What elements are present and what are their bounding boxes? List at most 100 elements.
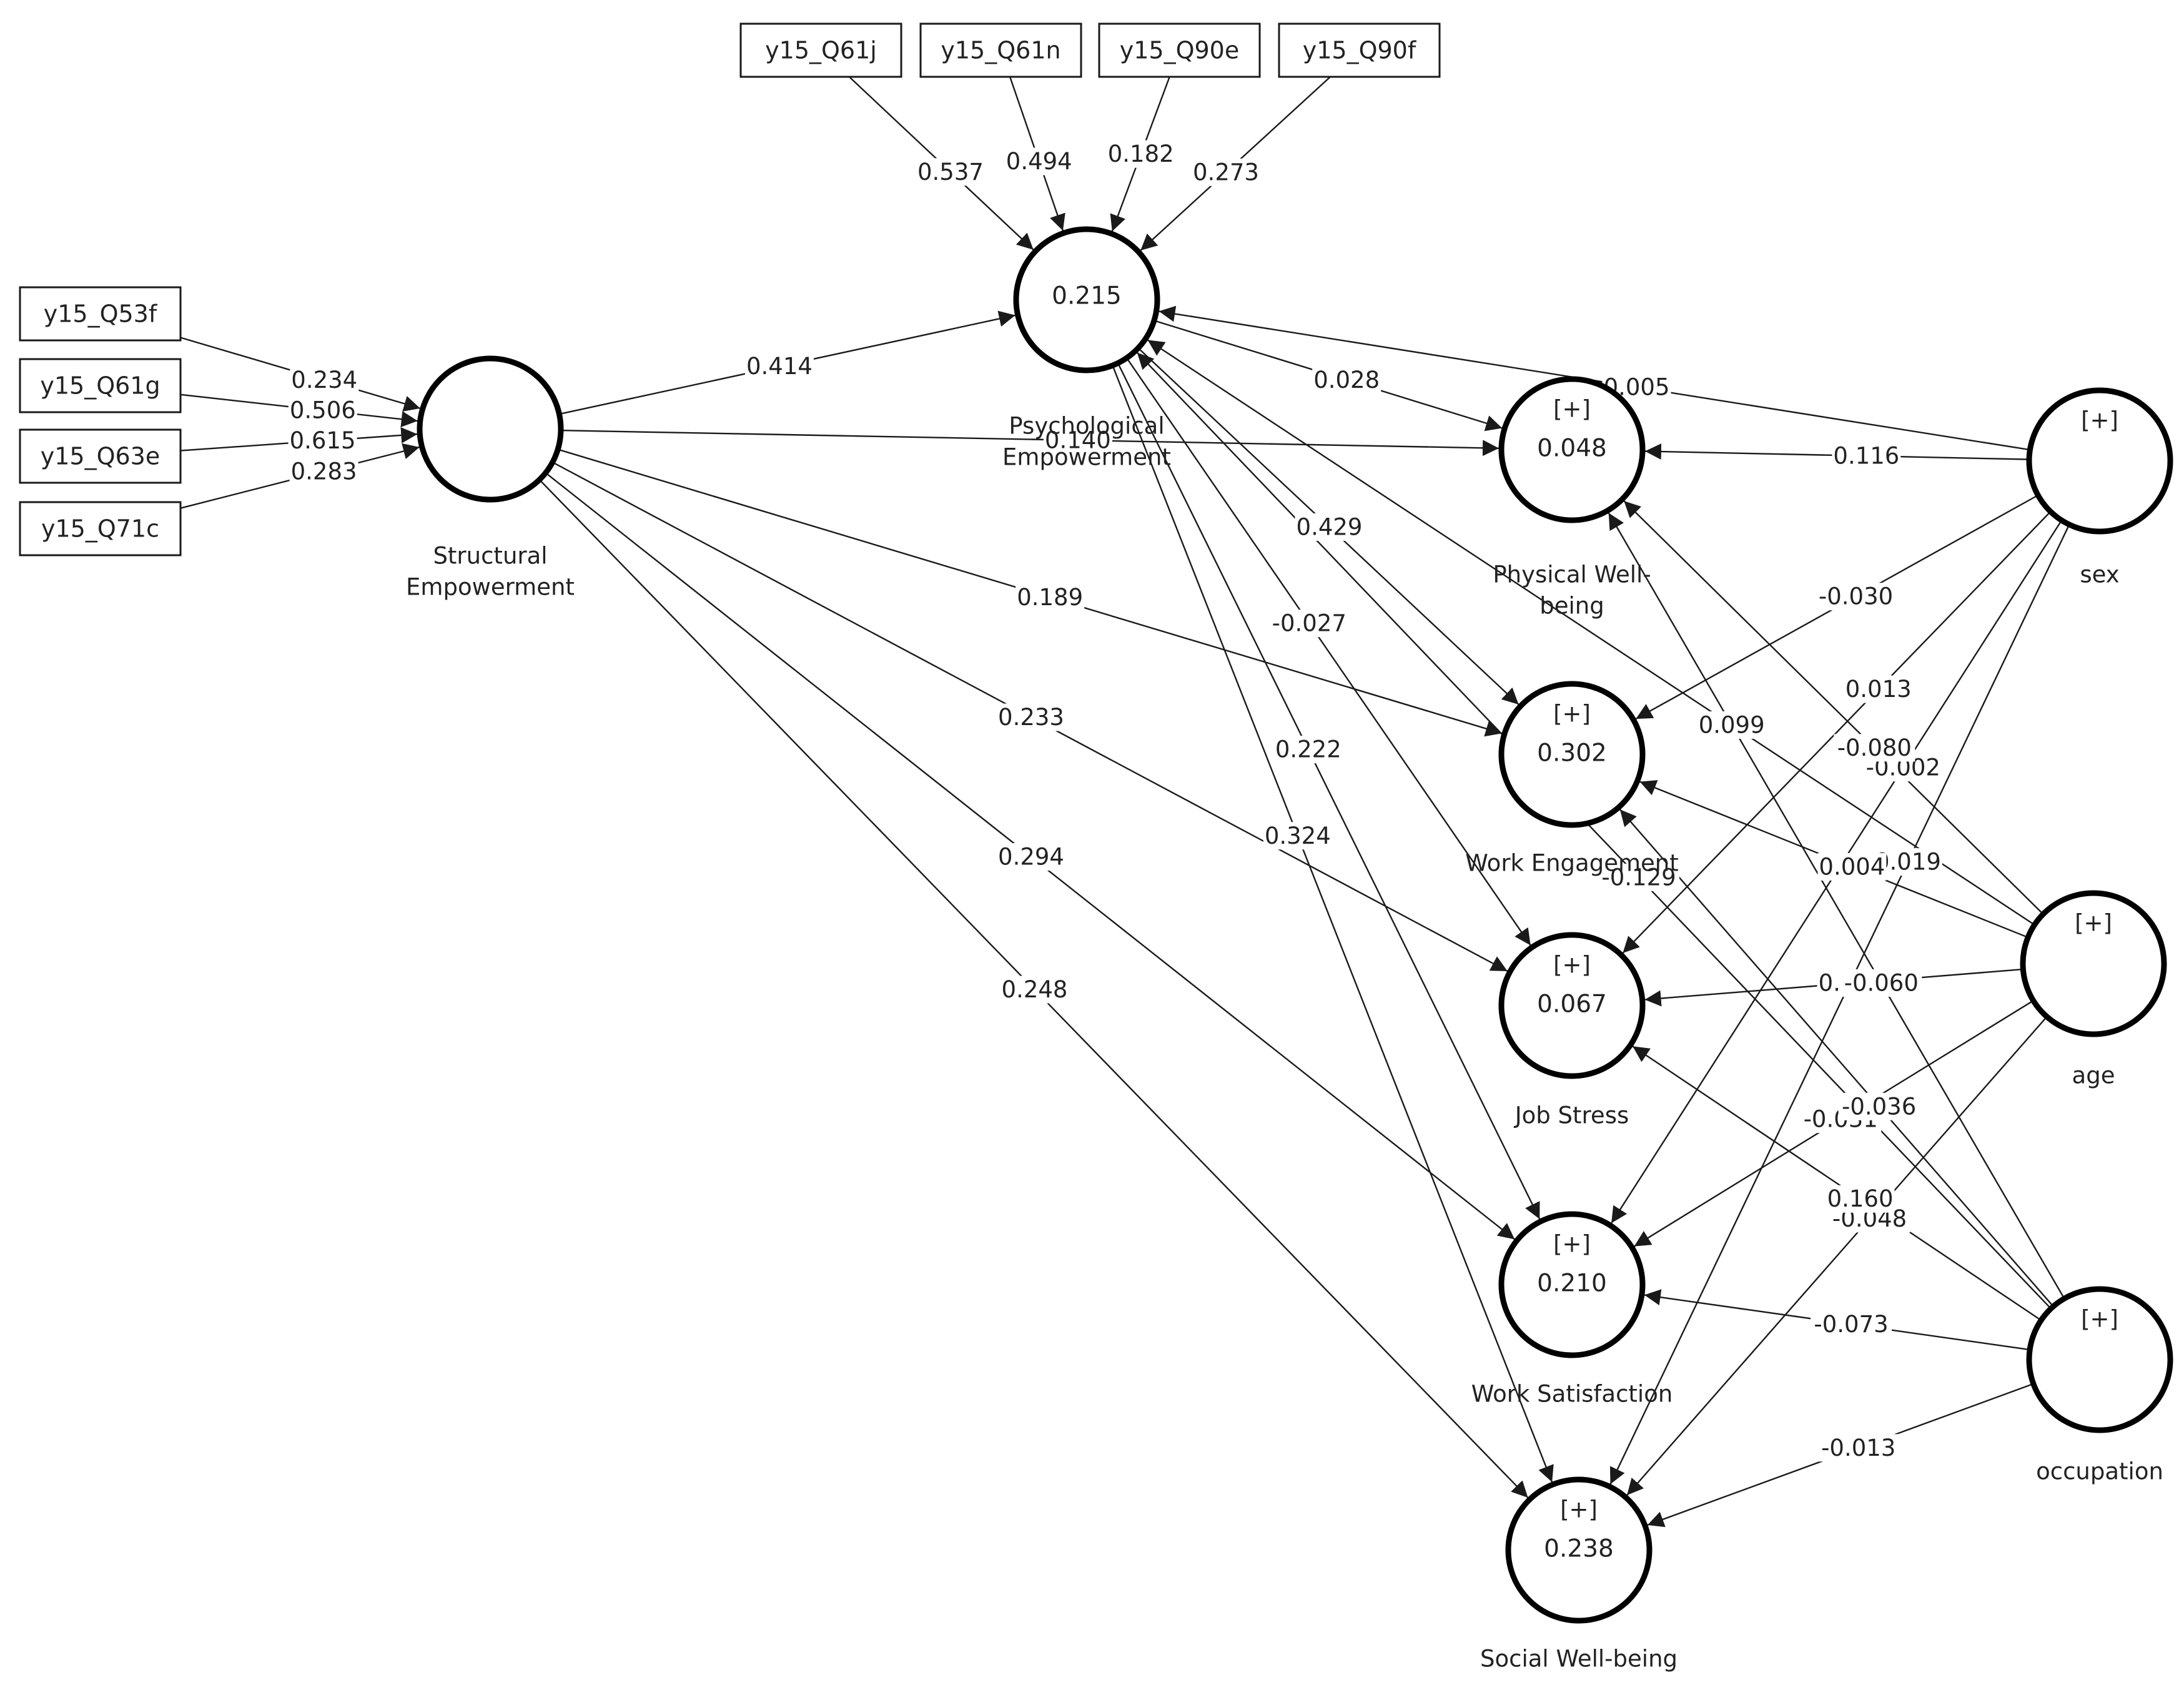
expand-indicator[interactable]: [+] — [1553, 952, 1591, 979]
indicator-y15-q90e[interactable]: y15_Q90e — [1098, 22, 1261, 78]
indicator-box — [19, 358, 182, 413]
path-arrow-occ-js — [1632, 1045, 2040, 1320]
construct-name: Empowerment — [1002, 444, 1171, 471]
path-coefficient-value: 0.615 — [290, 427, 356, 454]
construct-name: Psychological — [1009, 413, 1164, 440]
construct-circle — [2026, 387, 2173, 535]
construct-circle — [2026, 1286, 2173, 1433]
construct-age[interactable]: [+]age — [2020, 890, 2167, 1089]
path-coefficient-value: -0.030 — [1819, 583, 1893, 610]
path-coefficient-i63e-se: 0.615 — [288, 427, 357, 455]
indicator-y15-q90f[interactable]: y15_Q90f — [1278, 22, 1441, 78]
construct-circle — [1013, 226, 1160, 373]
indicator-label: y15_Q71c — [41, 515, 159, 543]
construct-name: being — [1539, 593, 1604, 620]
path-coefficient-occ-js: 0.160 — [1826, 1185, 1895, 1213]
path-coefficient-pe-pw: 0.028 — [1312, 366, 1381, 394]
path-coefficient-value: 0.222 — [1275, 736, 1342, 763]
path-coefficient-value: 0.140 — [1045, 427, 1111, 453]
construct-circle — [417, 355, 564, 503]
path-coefficient-value: 0.004 — [1819, 853, 1885, 880]
path-coefficient-occ-ws: -0.073 — [1811, 1310, 1892, 1338]
path-arrow-age-pw — [1623, 500, 2042, 913]
path-coefficient-age-pe: 0.099 — [1697, 711, 1766, 739]
construct-circle — [1498, 1211, 1646, 1358]
path-coefficient-value: 0.537 — [917, 159, 984, 185]
path-coefficient-value: 0.160 — [1827, 1185, 1894, 1212]
r-squared-value: 0.067 — [1537, 991, 1607, 1019]
expand-indicator[interactable]: [+] — [1553, 701, 1591, 728]
path-coefficient-i61j-pe: 0.537 — [916, 158, 985, 186]
construct-circle — [2020, 890, 2167, 1037]
path-coefficient-value: 0.013 — [1846, 676, 1912, 703]
construct-sex[interactable]: [+] sex — [2026, 387, 2173, 588]
path-coefficient-i61g-se: 0.506 — [288, 397, 357, 425]
path-arrow-age-sw — [1626, 1018, 2046, 1496]
construct-name: sex — [2080, 561, 2119, 588]
path-coefficient-value: 0.189 — [1017, 584, 1083, 611]
path-coefficient-occ-sw: -0.013 — [1817, 1434, 1899, 1462]
expand-indicator[interactable]: [+] — [2081, 407, 2118, 434]
path-arrow-occ-pw — [1608, 512, 2064, 1297]
path-coefficient-occ-pe: -0.129 — [1598, 863, 1680, 891]
expand-indicator[interactable]: [+] — [2081, 1306, 2118, 1333]
indicator-y15-q63e[interactable]: y15_Q63e — [19, 428, 182, 484]
path-coefficient-pe-js: -0.027 — [1268, 610, 1350, 638]
path-coefficient-i61n-pe: 0.494 — [1004, 147, 1074, 175]
indicator-label: y15_Q53f — [44, 300, 158, 328]
indicator-label: y15_Q90f — [1303, 37, 1417, 64]
indicator-y15-q61n[interactable]: y15_Q61n — [919, 22, 1082, 78]
indicator-y15-q53f[interactable]: y15_Q53f — [19, 286, 182, 342]
r-squared-value: 0.210 — [1537, 1270, 1607, 1298]
path-coefficient-sex-pw: 0.116 — [1832, 442, 1901, 470]
expand-indicator[interactable]: [+] — [2075, 910, 2112, 937]
path-coefficient-se-pw: 0.140 — [1043, 426, 1112, 454]
path-coefficient-value: 0.182 — [1108, 141, 1174, 167]
path-coefficient-value: 0.294 — [998, 844, 1064, 871]
expand-indicator[interactable]: [+] — [1553, 396, 1591, 423]
path-coefficient-value: -0.129 — [1601, 864, 1676, 891]
expand-indicator[interactable]: [+] — [1560, 1496, 1598, 1523]
path-coefficient-age-pw: -0.080 — [1834, 734, 1915, 762]
r-squared-value: 0.238 — [1544, 1535, 1614, 1563]
r-squared-value: 0.302 — [1537, 739, 1607, 768]
indicator-box — [19, 428, 182, 484]
path-arrow-occ-we — [1619, 809, 2053, 1305]
construct-occupation[interactable]: [+] occupation — [2026, 1286, 2173, 1485]
construct-circle — [1505, 1476, 1653, 1624]
path-coefficient-value: -0.013 — [1821, 1435, 1895, 1461]
expand-indicator[interactable]: [+] — [1553, 1231, 1591, 1258]
r-squared-value: 0.215 — [1052, 282, 1122, 310]
path-coefficient-i90e-pe: 0.182 — [1106, 140, 1175, 168]
indicator-y15-q71c[interactable]: y15_Q71c — [19, 501, 182, 556]
path-coefficient-value: -0.080 — [1837, 734, 1912, 761]
path-coefficient-value: 0.116 — [1833, 443, 1899, 470]
path-coefficient-value: 0.028 — [1313, 367, 1380, 393]
path-coefficient-sex-pe: 0.005 — [1602, 373, 1671, 402]
path-arrow-age-pe — [1147, 339, 2033, 924]
path-coefficient-i90f-pe: 0.273 — [1191, 158, 1260, 186]
path-coefficient-occ-pw: -0.060 — [1841, 969, 1922, 997]
path-coefficient-value: -0.060 — [1844, 969, 1919, 996]
construct-circle — [1498, 376, 1646, 523]
path-coefficient-pe-ws: 0.222 — [1273, 736, 1343, 764]
path-coefficient-sex-we: -0.030 — [1815, 583, 1897, 611]
path-coefficient-value: -0.027 — [1272, 610, 1346, 637]
construct-name: Social Well-being — [1480, 1646, 1678, 1673]
path-coefficient-sex-js: 0.013 — [1844, 675, 1913, 703]
indicator-box — [1278, 22, 1441, 78]
path-arrow-pe-sw — [1112, 367, 1554, 1483]
indicator-y15-q61g[interactable]: y15_Q61g — [19, 358, 182, 413]
construct-name: occupation — [2036, 1458, 2163, 1485]
indicator-y15-q61j[interactable]: y15_Q61j — [739, 22, 902, 78]
path-coefficient-i71c-se: 0.283 — [289, 458, 358, 486]
